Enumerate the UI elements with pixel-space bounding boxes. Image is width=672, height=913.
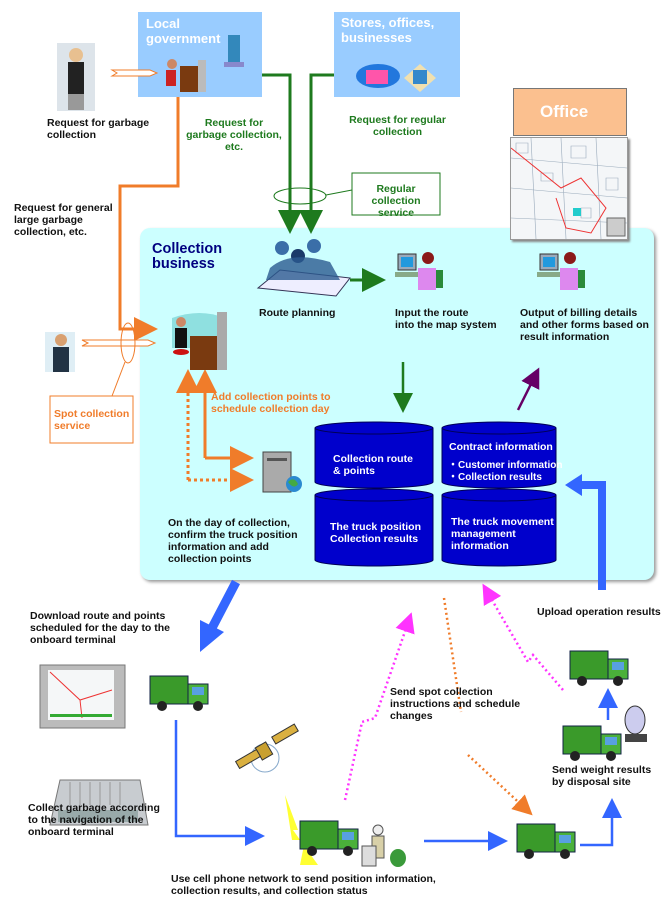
office-worker-icon <box>172 312 227 370</box>
db-contract-items: ・Customer information ・Collection result… <box>448 460 563 483</box>
spot-phone-arrow <box>81 339 157 347</box>
route-planning-people-icon <box>256 239 351 297</box>
db-contract-title: Contract information <box>449 441 553 453</box>
server-icon <box>262 451 302 493</box>
onboard-terminal-icon <box>49 779 149 826</box>
label-add-points: Add collection points to schedule collec… <box>211 391 331 415</box>
label-request-general: Request for general large garbage collec… <box>14 202 113 238</box>
spot-service-box <box>49 395 134 444</box>
label-request-gov: Request for garbage collection, etc. <box>186 117 282 153</box>
general-request-arrow <box>118 97 180 341</box>
building-icon <box>224 35 244 67</box>
db-truck-position: The truck position Collection results <box>330 521 422 545</box>
garbage-truck-icon <box>299 820 359 857</box>
map-lines <box>511 138 627 239</box>
spot-service-label: Spot collection service <box>54 408 130 432</box>
db-truck-movement: The truck movement management informatio… <box>451 516 554 552</box>
label-send-weight: Send weight results by disposal site <box>552 764 652 788</box>
label-collect-garbage: Collect garbage according to the navigat… <box>28 802 160 838</box>
collection-business-title: Collection business <box>152 241 223 272</box>
map-image <box>510 137 628 240</box>
download-arrow <box>208 579 240 631</box>
collect-flow-arrow <box>174 720 265 846</box>
upload-arrow <box>578 481 606 590</box>
to-disposal-arrow <box>580 798 622 847</box>
regular-service-label: Regular collection service <box>371 183 421 219</box>
person-phone-icon <box>45 332 75 372</box>
garbage-worker-icon <box>361 824 406 867</box>
label-upload-results: Upload operation results <box>537 606 661 618</box>
disposal-upload-dotted <box>482 583 564 691</box>
store-icon <box>356 64 436 92</box>
label-request-regular: Request for regular collection <box>349 114 446 138</box>
regular-service-ellipse <box>273 187 327 205</box>
office-box <box>513 88 627 136</box>
cell-upload-dotted <box>343 612 415 801</box>
onboard-terminal-icon <box>39 664 126 729</box>
label-cell-phone: Use cell phone network to send position … <box>171 873 436 897</box>
garbage-truck-icon <box>516 823 576 860</box>
garbage-truck-icon <box>562 725 622 762</box>
stores-box <box>334 12 460 97</box>
db-route-points: Collection route & points <box>333 453 413 477</box>
office-worker-icon <box>166 59 206 92</box>
db-to-billing-arrow <box>516 367 540 411</box>
spot-instruction-dotted <box>442 597 529 812</box>
stores-title: Stores, offices, businesses <box>341 15 435 45</box>
label-output-billing: Output of billing details and other form… <box>520 307 649 343</box>
label-send-spot: Send spot collection instructions and sc… <box>390 686 521 722</box>
database-route <box>314 421 434 567</box>
gov-phone-arrow <box>110 69 159 77</box>
stores-request-arrow <box>299 73 334 234</box>
garbage-truck-icon <box>149 675 209 712</box>
computer-operator-icon <box>395 252 443 290</box>
regular-service-box <box>351 172 441 216</box>
gov-request-arrow <box>262 73 302 234</box>
satellite-icon <box>234 723 299 773</box>
label-request-garbage: Request for garbage collection <box>47 117 150 141</box>
database-contract <box>441 421 557 567</box>
scale-icon <box>624 705 647 742</box>
label-input-route: Input the route into the map system <box>395 307 497 331</box>
computer-operator-icon <box>537 252 585 290</box>
local-government-title: Local government <box>146 16 221 46</box>
office-title: Office <box>540 102 589 121</box>
lightning-icon <box>285 795 318 865</box>
garbage-truck-icon <box>569 650 629 687</box>
label-day-of-collection: On the day of collection, confirm the tr… <box>168 517 298 565</box>
label-download-route: Download route and points scheduled for … <box>30 610 171 646</box>
person-phone-icon <box>57 43 95 111</box>
label-route-planning: Route planning <box>259 307 336 319</box>
